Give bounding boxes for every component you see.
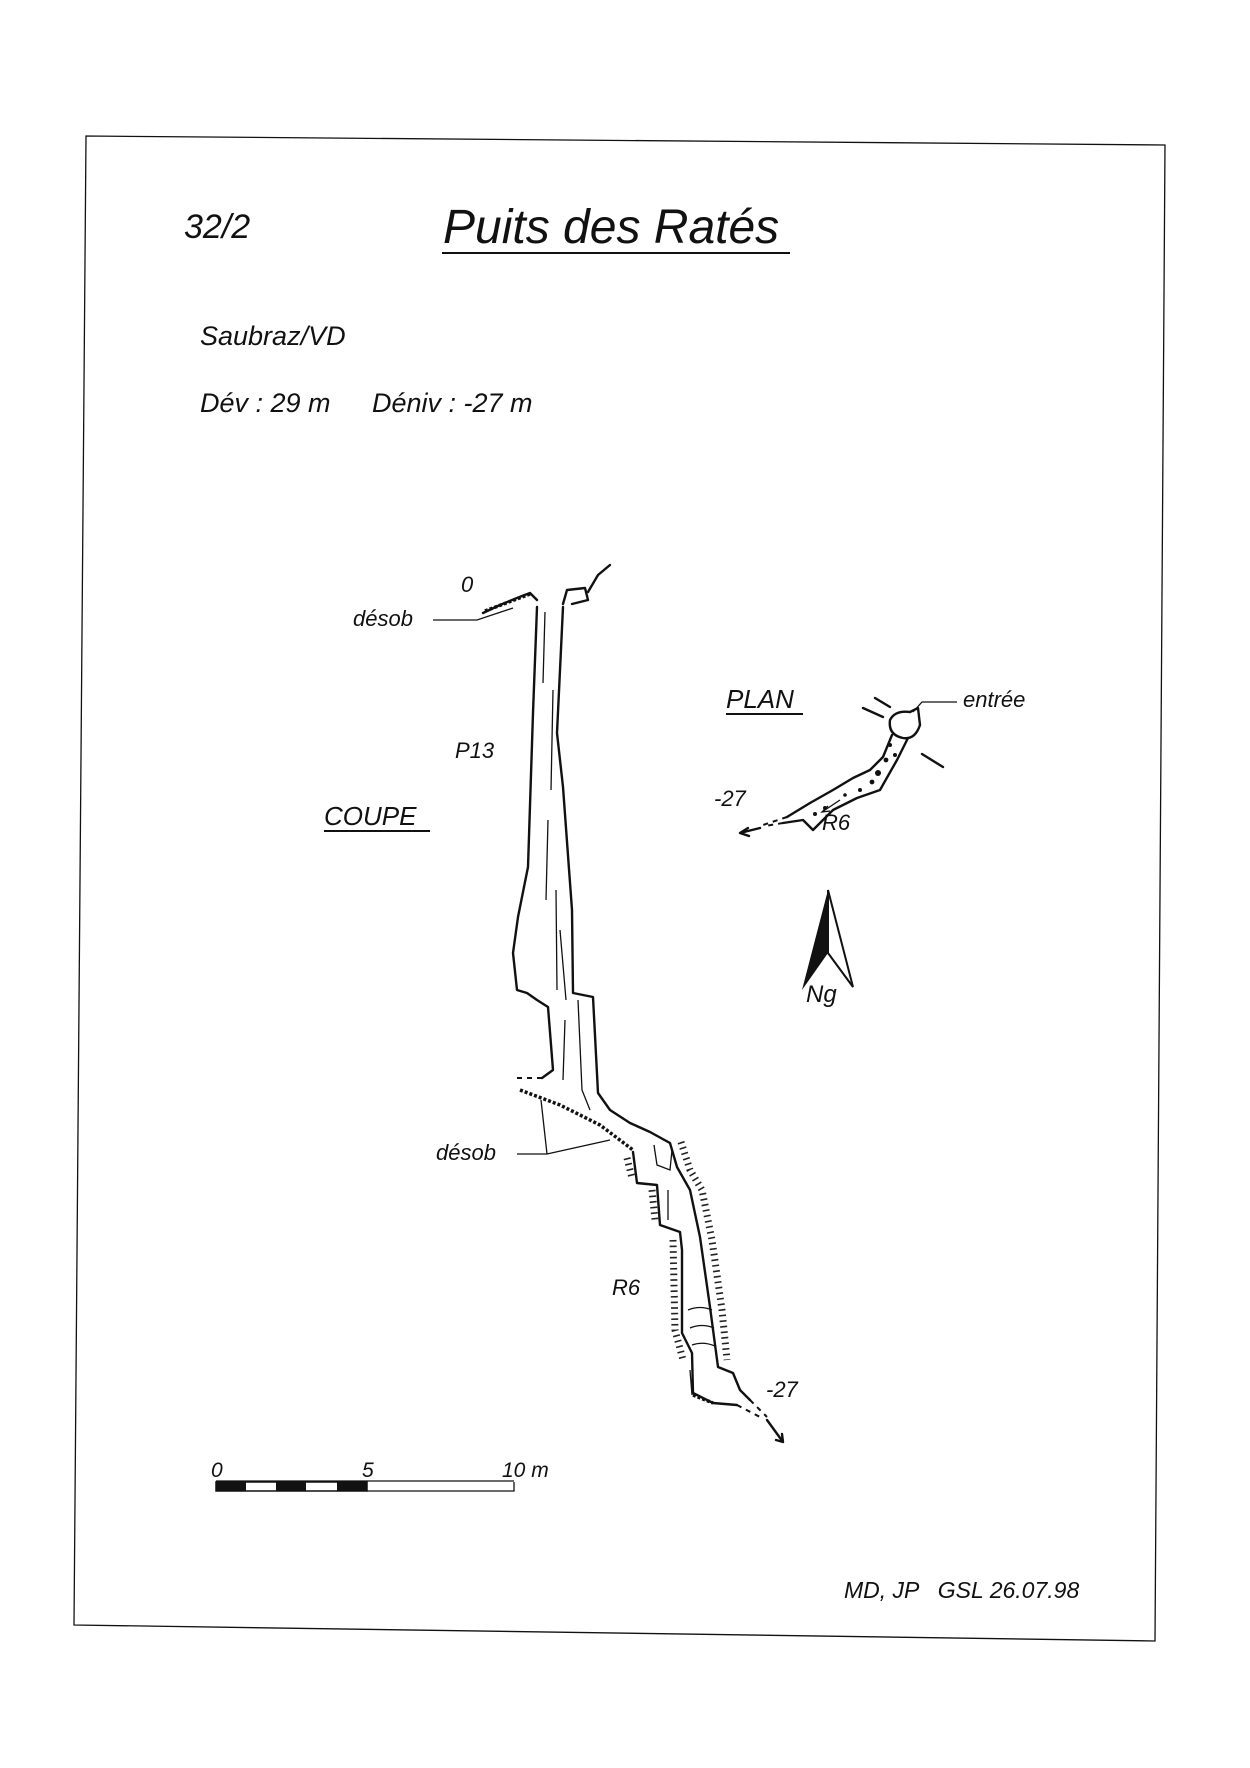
scale-bar — [215, 1480, 515, 1492]
scale-label-5: 5 — [362, 1459, 374, 1482]
credits: MD, JP GSL 26.07.98 — [844, 1577, 1079, 1603]
plan-label: PLAN — [726, 684, 794, 714]
entrance-label: entrée — [963, 687, 1025, 712]
shaft-right-wall — [555, 605, 752, 1402]
plan-drawing — [738, 696, 957, 838]
passage-outline — [781, 733, 910, 832]
desob-mid-leader — [517, 1099, 611, 1155]
plan-exit-arrow — [738, 826, 762, 838]
north-arrow-icon — [802, 889, 854, 990]
ramp-r6-label: R6 — [612, 1275, 641, 1300]
scale-label-10: 10 m — [502, 1459, 549, 1482]
cave-title: Puits des Ratés — [443, 201, 779, 254]
development: Dév : 29 m — [200, 388, 331, 418]
coupe-label: COUPE — [324, 801, 417, 831]
sheet-reference: 32/2 — [184, 208, 250, 246]
plan-ramp-label: R6 — [822, 810, 851, 835]
entrance-leader — [912, 701, 957, 713]
desob-top-leader — [433, 607, 514, 621]
plan-depth-label: -27 — [714, 786, 747, 811]
surface-left — [481, 591, 539, 615]
depth-zero-label: 0 — [461, 572, 474, 597]
north-label: Ng — [806, 981, 837, 1008]
entrance-shaft — [888, 706, 922, 740]
exit-arrow — [765, 1418, 785, 1444]
desob-top-label: désob — [353, 606, 413, 631]
desob-mid-label: désob — [436, 1140, 496, 1165]
depth-bottom-label: -27 — [766, 1377, 799, 1402]
location: Saubraz/VD — [200, 321, 346, 351]
surface-right — [561, 563, 612, 606]
section-drawing — [481, 563, 785, 1444]
depth-difference: Déniv : -27 m — [372, 388, 533, 418]
drainage-arrows — [861, 696, 945, 769]
inner-lines — [542, 611, 693, 1396]
shaft-left-wall — [511, 605, 555, 1080]
pitch-p13-label: P13 — [455, 738, 495, 763]
floor — [631, 1150, 739, 1407]
ramp-steps — [687, 1306, 716, 1347]
scale-label-0: 0 — [211, 1459, 223, 1482]
sheet-border — [73, 135, 1166, 1642]
plan-ramp-arrow — [820, 799, 841, 813]
